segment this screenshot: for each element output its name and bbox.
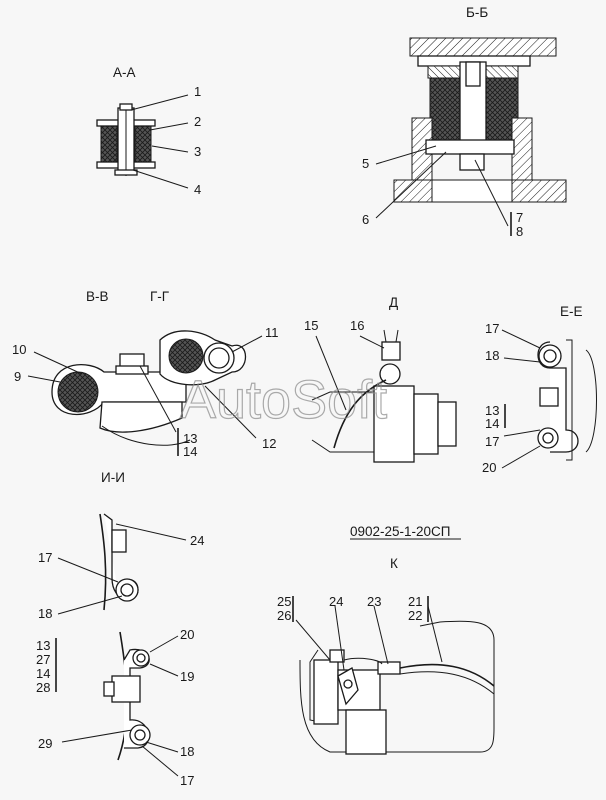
callout-k-24: 24 [329, 594, 343, 609]
callout-ii-28: 28 [36, 680, 50, 695]
callout-9: 9 [14, 369, 21, 384]
section-aa-leaders [130, 94, 189, 189]
section-ee-clip [537, 339, 597, 461]
section-d-leaders [315, 335, 385, 411]
callout-6: 6 [362, 212, 369, 227]
callout-16: 16 [350, 318, 364, 333]
callout-11: 11 [265, 325, 279, 340]
callout-ee-17a: 17 [485, 321, 499, 336]
callout-4: 4 [194, 182, 201, 197]
callout-k-22: 22 [408, 608, 422, 623]
section-d: Д 15 16 [304, 295, 457, 463]
section-aa-title: А-А [113, 65, 136, 80]
section-ee-leaders [501, 329, 541, 469]
callout-ii-17a: 17 [38, 550, 52, 565]
document-code: 0902-25-1-20СП [350, 524, 451, 539]
section-d-title: Д [389, 295, 398, 310]
callout-7: 7 [516, 210, 523, 225]
callout-ii-24: 24 [190, 533, 204, 548]
section-vv-leaders [27, 335, 263, 456]
callout-14: 14 [183, 444, 197, 459]
callout-k-25: 25 [277, 594, 291, 609]
callout-1: 1 [194, 84, 201, 99]
section-gg-title: Г-Г [150, 289, 170, 304]
section-k: К 25 26 24 23 21 22 [277, 556, 495, 755]
section-ii-upper [99, 513, 139, 611]
section-vv-clamp [51, 330, 246, 446]
callout-ee-18: 18 [485, 348, 499, 363]
callout-3: 3 [194, 144, 201, 159]
section-bb-assembly [393, 37, 567, 203]
section-bb-leaders [375, 145, 512, 236]
callout-15: 15 [304, 318, 318, 333]
callout-ii-14: 14 [36, 666, 50, 681]
section-aa: А-А 1 2 3 4 [96, 65, 201, 197]
section-ee: Е-Е 17 18 13 14 17 20 [482, 304, 597, 475]
callout-ii-18b: 18 [180, 744, 194, 759]
section-k-title: К [390, 556, 398, 571]
callout-ee-17b: 17 [485, 434, 499, 449]
section-vv-gg: В-В Г-Г 10 9 13 14 11 12 [12, 289, 279, 459]
section-ii-leaders [55, 523, 187, 777]
callout-ii-19: 19 [180, 669, 194, 684]
callout-ee-20: 20 [482, 460, 496, 475]
watermark: AutoSoft [180, 370, 387, 430]
section-vv-title: В-В [86, 289, 109, 304]
section-k-assembly [299, 620, 495, 755]
callout-ii-18a: 18 [38, 606, 52, 621]
callout-ee-13: 13 [485, 403, 499, 418]
callout-k-21: 21 [408, 594, 422, 609]
callout-2: 2 [194, 114, 201, 129]
section-ii-title: И-И [101, 470, 125, 485]
section-aa-bushing [96, 103, 156, 176]
section-bb-title: Б-Б [466, 5, 488, 20]
callout-ii-20: 20 [180, 627, 194, 642]
callout-5: 5 [362, 156, 369, 171]
section-ee-title: Е-Е [560, 304, 583, 319]
callout-12: 12 [262, 436, 276, 451]
callout-ii-17b: 17 [180, 773, 194, 788]
callout-ii-13: 13 [36, 638, 50, 653]
callout-k-26: 26 [277, 608, 291, 623]
callout-8: 8 [516, 224, 523, 239]
section-bb: Б-Б 5 6 7 8 [362, 5, 567, 239]
callout-ii-27: 27 [36, 652, 50, 667]
callout-13: 13 [183, 431, 197, 446]
section-d-sensor [311, 329, 457, 463]
section-ii: И-И 24 1 [36, 470, 204, 788]
callout-10: 10 [12, 342, 26, 357]
section-k-leaders [292, 596, 443, 671]
callout-ee-14: 14 [485, 416, 499, 431]
callout-k-23: 23 [367, 594, 381, 609]
section-ii-lower [103, 631, 151, 761]
callout-ii-29: 29 [38, 736, 52, 751]
